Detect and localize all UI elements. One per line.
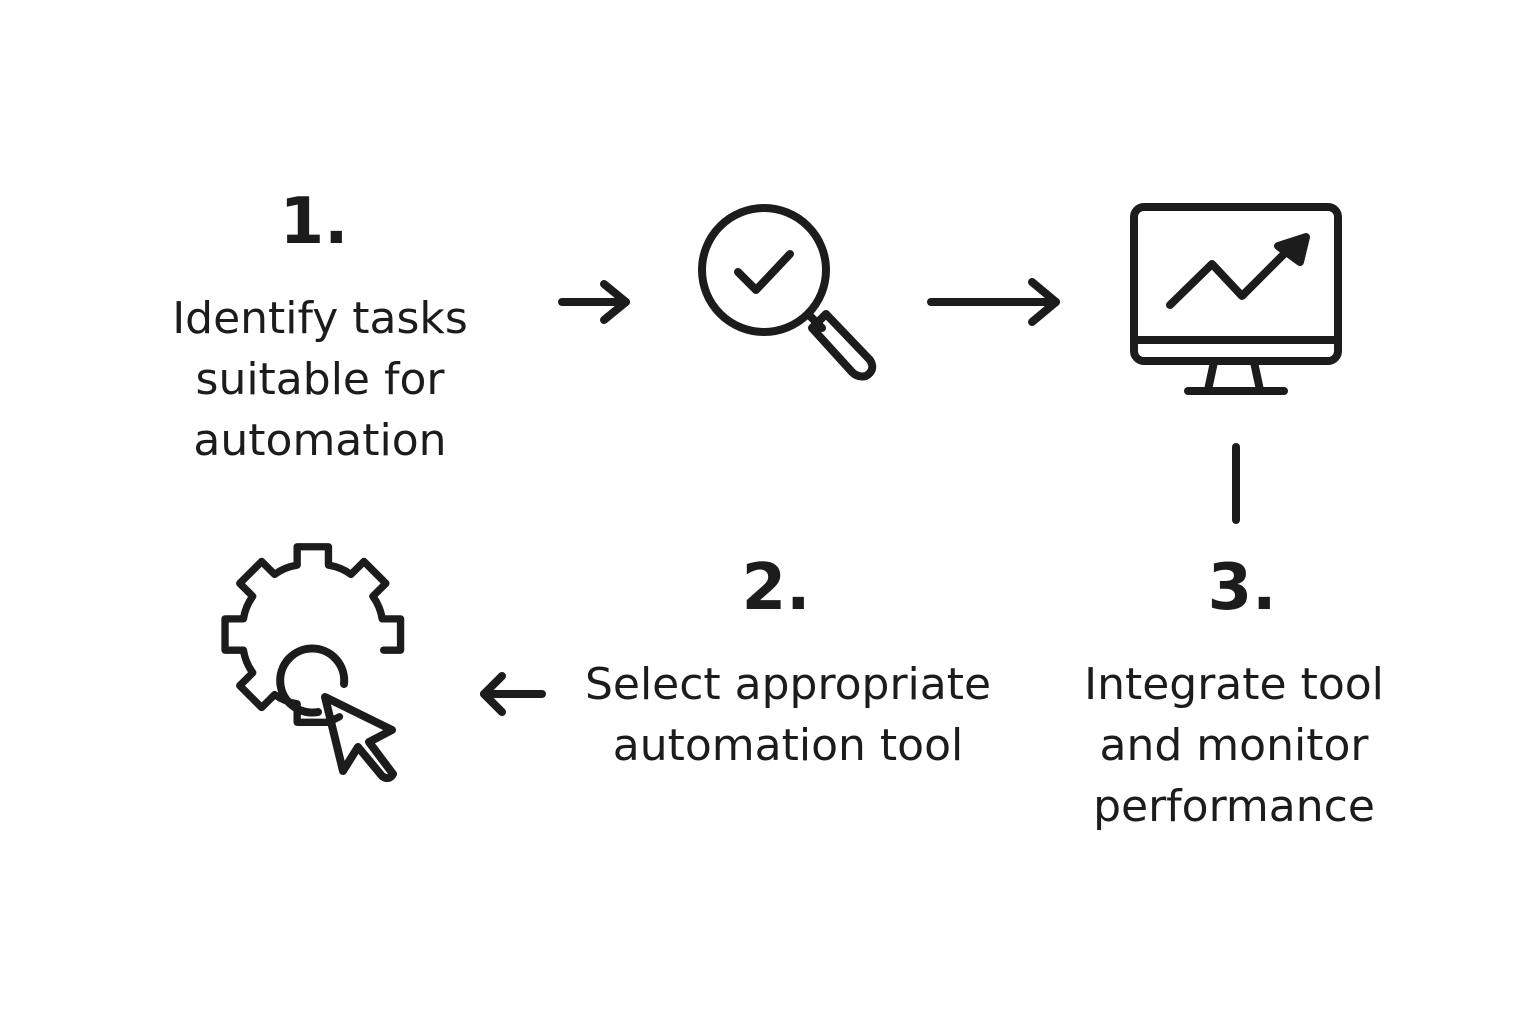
arrow-right-connector-2 xyxy=(927,278,1060,326)
step-3-line-2: and monitor xyxy=(1099,720,1369,771)
arrow-right-connector-1 xyxy=(558,280,630,324)
step-1-line-2: suitable for xyxy=(195,354,445,405)
step-2-number: 2. xyxy=(741,551,811,625)
step-2-line-2: automation tool xyxy=(612,720,964,771)
gear-cursor-icon xyxy=(221,543,405,783)
step-3-line-3: performance xyxy=(1093,781,1375,832)
step-1-description: Identify tasks suitable for automation xyxy=(90,288,550,471)
step-3-line-1: Integrate tool xyxy=(1084,659,1384,710)
step-3-number: 3. xyxy=(1207,551,1277,625)
step-2-line-1: Select appropriate xyxy=(584,659,992,710)
arrow-left-connector xyxy=(480,672,546,716)
step-1-line-3: automation xyxy=(193,415,447,466)
step-1-number: 1. xyxy=(279,185,349,259)
step-1-line-1: Identify tasks xyxy=(172,293,468,344)
monitor-trend-icon xyxy=(1130,203,1342,395)
magnifier-check-icon xyxy=(698,204,877,381)
step-3-description: Integrate tool and monitor performance xyxy=(1004,654,1464,837)
step-2-description: Select appropriate automation tool xyxy=(558,654,1018,776)
